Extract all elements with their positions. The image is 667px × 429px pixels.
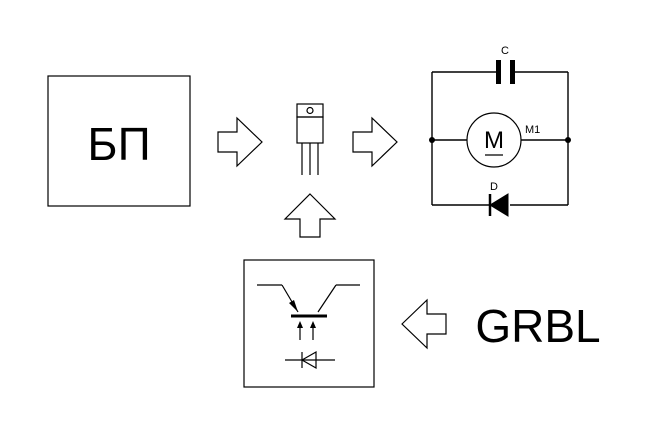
capacitor-plate-left — [496, 60, 501, 84]
arrow-up-optocoupler-to-transistor — [283, 193, 337, 238]
motor-circle — [466, 112, 522, 168]
led-triangle — [300, 350, 317, 370]
power-supply-box — [47, 75, 191, 207]
transistor-tab — [296, 103, 324, 118]
capacitor-label: C — [501, 45, 509, 57]
diode-symbol: D — [488, 181, 509, 217]
capacitor-symbol: C — [496, 45, 515, 84]
phototransistor-emitter-arrow — [289, 300, 298, 312]
power-supply-block: БП — [47, 75, 191, 207]
optocoupler-block — [243, 259, 375, 388]
controller-label: GRBL — [475, 300, 600, 352]
phototransistor-collector — [317, 284, 337, 313]
junction-left — [429, 137, 435, 143]
arrow-left-controller-to-optocoupler — [401, 298, 447, 350]
optocoupler-box — [243, 259, 375, 388]
arrow-right-psu-to-transistor — [217, 116, 263, 168]
transistor-to220 — [296, 103, 324, 175]
motor-label: M1 — [525, 124, 540, 136]
diode-triangle — [489, 193, 509, 217]
diode-label: D — [490, 181, 498, 193]
transistor-body — [296, 116, 324, 144]
power-supply-label: БП — [87, 118, 150, 170]
motor-symbol: M M1 — [466, 112, 540, 168]
motor-letter: M — [484, 127, 504, 154]
capacitor-plate-right — [510, 60, 515, 84]
light-ray-right-arrow-icon — [310, 321, 316, 328]
arrow-right-transistor-to-motor — [352, 116, 398, 168]
junction-right — [565, 137, 571, 143]
transistor-mount-hole — [306, 106, 314, 115]
light-ray-left-arrow-icon — [297, 321, 303, 328]
motor-circuit: C M M1 D — [429, 45, 571, 217]
